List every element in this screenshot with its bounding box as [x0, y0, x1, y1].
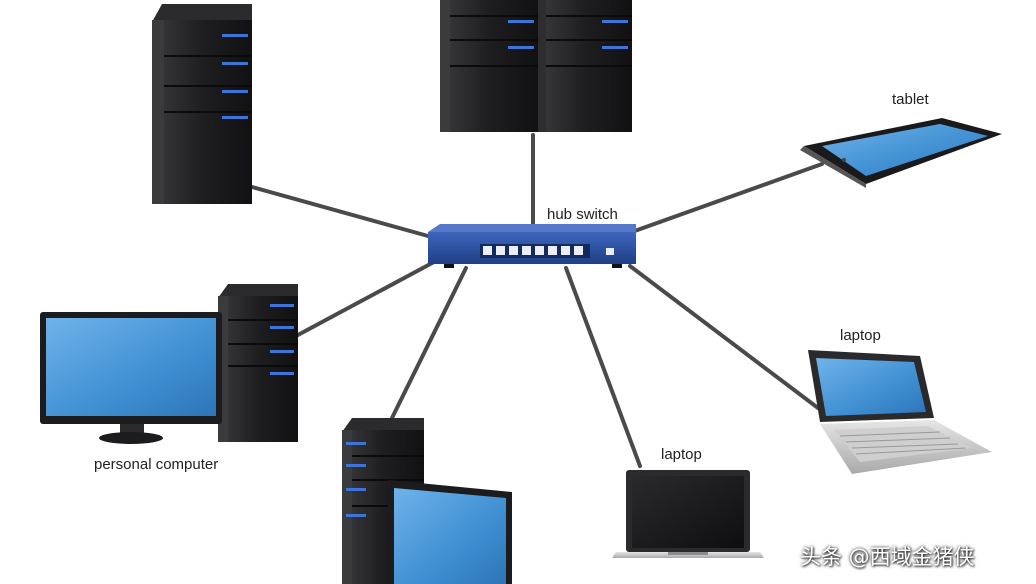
server-tower-top-right [538, 0, 632, 132]
cable-tablet [630, 162, 824, 234]
cables [250, 133, 824, 468]
cable-server-left [250, 185, 430, 238]
pc-monitor [40, 312, 222, 444]
pc-tower [218, 284, 298, 442]
cable-laptop-bottom [564, 266, 642, 468]
label-personal-computer: personal computer [94, 456, 219, 473]
switch-ports [483, 246, 583, 255]
cable-laptop-right [628, 264, 820, 410]
laptop-bottom [612, 470, 764, 558]
cable-pc [294, 260, 436, 338]
server-tower-top-left [440, 0, 538, 132]
label-tablet: tablet [892, 91, 929, 108]
laptop-right [808, 350, 992, 474]
cable-desktop-bottom [390, 266, 468, 420]
label-laptop-right: laptop [840, 327, 881, 344]
watermark-text: 头条 @西域金猪侠 [800, 545, 975, 569]
desktop-monitor-bottom [388, 480, 512, 584]
hub-switch [428, 224, 636, 268]
label-hub-switch: hub switch [547, 206, 618, 223]
server-tower-left [152, 4, 252, 204]
label-laptop-bottom: laptop [661, 446, 702, 463]
tablet-device [800, 118, 1002, 188]
